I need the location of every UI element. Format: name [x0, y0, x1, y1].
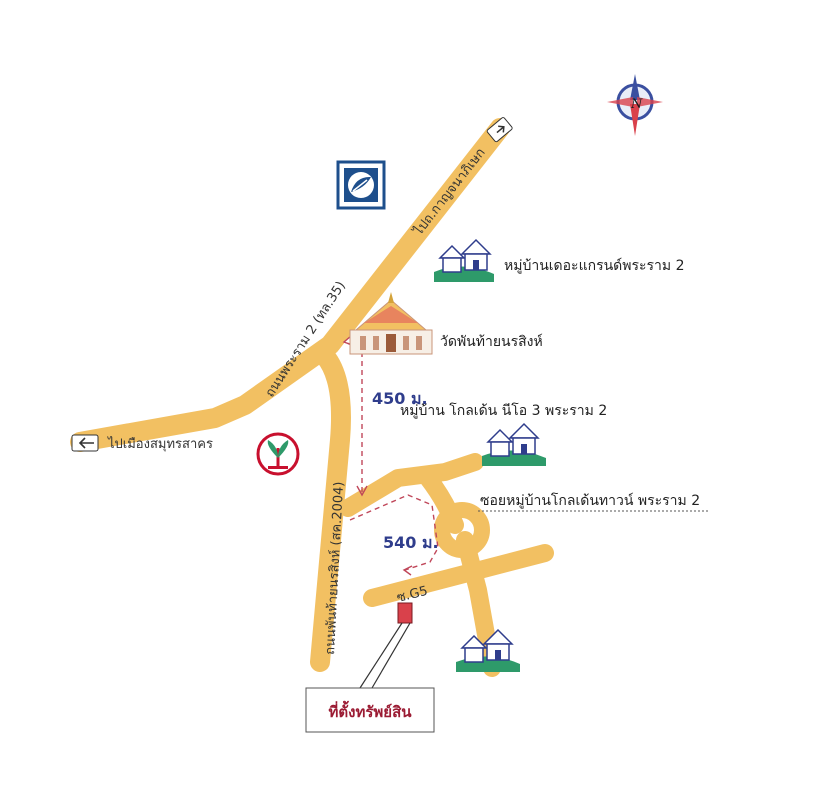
property-marker-pin [397, 602, 413, 624]
road-soi-g5 [363, 544, 554, 607]
temple-icon [349, 292, 433, 355]
route-arrow-left-icon [402, 565, 413, 576]
roundabout [434, 502, 490, 558]
label-temple: วัดพันท้ายนรสิงห์ [440, 333, 543, 350]
distance-540: 540 ม. [383, 533, 439, 552]
label-soi-golden-town: ซอยหมู่บ้านโกลเด้นทาวน์ พระราม 2 [480, 492, 700, 509]
label-to-kanchanaphisek: ไปถ.กาญจนาภิเษก [410, 145, 489, 239]
label-to-samut-sakhon: ไปเมืองสมุทรสาคร [107, 436, 213, 452]
scb-bank-logo-icon [336, 160, 386, 210]
house-cluster-icon [434, 238, 494, 282]
road-phanthai [310, 346, 351, 672]
property-label: ที่ตั้งทรัพย์สิน [329, 700, 413, 721]
label-soi-g5: ซ.G5 [395, 584, 429, 606]
property-marker: ที่ตั้งทรัพย์สิน [305, 602, 435, 733]
arrow-sign-kanchanaphisek [486, 117, 513, 143]
label-village-grand: หมู่บ้านเดอะแกรนด์พระราม 2 [504, 257, 685, 274]
property-label-box [305, 687, 435, 733]
house-cluster-icon [456, 628, 520, 672]
road-network [70, 118, 554, 677]
label-village-golden-neo: หมู่บ้าน โกลเด้น นีโอ 3 พระราม 2 [400, 402, 607, 419]
arrow-right-icon [496, 125, 505, 134]
house-cluster-icon [482, 422, 546, 466]
compass-rose-icon: N [607, 74, 663, 136]
distance-450: 450 ม. [372, 389, 428, 408]
road-rama2 [70, 118, 510, 452]
route-arrow-down-icon [356, 485, 368, 497]
arrow-left-icon [78, 437, 94, 449]
svg-text:N: N [630, 97, 643, 112]
kbank-logo-icon [256, 432, 300, 476]
route-arrow-up-icon [342, 335, 353, 346]
arrow-sign-samut-sakhon [71, 434, 99, 452]
road-to-goldentown [339, 453, 484, 517]
